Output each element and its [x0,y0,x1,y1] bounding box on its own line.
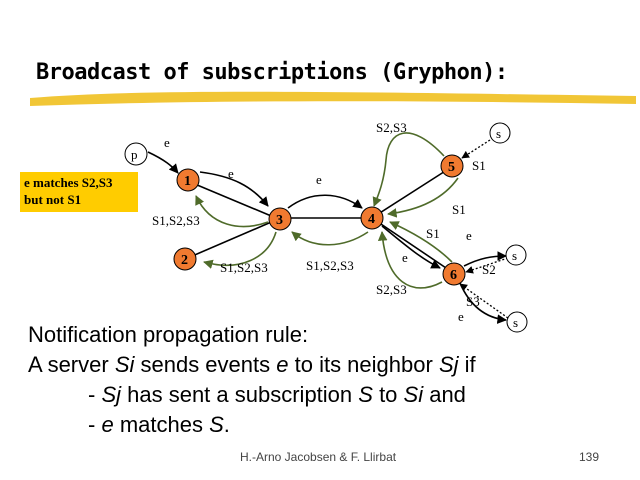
rule-l2-c: to [372,382,404,407]
rule-l3-a: - [88,412,102,437]
label-e-6sb: e [458,309,464,324]
rule-l2-sj: Sj [101,382,122,407]
dot-s-mid-6 [465,257,509,274]
dot-s-top-5 [461,139,491,159]
label-s1-5: S1 [472,158,486,173]
client-s-mid-label: s [512,248,517,263]
event-arrows [147,151,507,324]
slide-title: Broadcast of subscriptions (Gryphon): [36,60,508,85]
rule-l1-b: sends events [134,352,277,377]
server-node-1 [176,168,200,192]
server-node-3-label: 3 [276,213,283,228]
match-note: e matches S2,S3 but not S1 [20,172,138,212]
server-node-5 [440,154,464,178]
label-s123-c: S1,S2,S3 [306,258,354,273]
label-s1-46: S1 [426,226,440,241]
server-node-5-label: 5 [448,160,455,175]
rule-l1-a: A server [28,352,115,377]
label-s123-b: S1,S2,S3 [220,260,268,275]
subscription-arrows [195,132,459,289]
title-underline [30,91,636,106]
label-s3-6: S3 [466,294,480,309]
clients: p s s s [124,122,528,333]
match-note-line2: but not S1 [24,192,82,207]
label-s123-a: S1,S2,S3 [152,213,200,228]
label-e-13: e [228,166,234,181]
sub-4-3 [291,231,369,246]
client-s-bot [506,311,528,333]
label-s2-6: S2 [482,262,496,277]
client-s-top [489,122,511,144]
arrow-6-s-mid [463,251,507,267]
rule-line-2: - Sj has sent a subscription S to Si and [28,380,476,410]
label-e-34: e [316,172,322,187]
page-number: 139 [579,450,600,464]
rule-l2-si: Si [403,382,424,407]
sub-3-2 [203,231,277,269]
server-node-4-label: 4 [368,212,375,227]
edge-4-5 [371,167,451,219]
match-note-line1: e matches S2,S3 [24,175,113,190]
sub-5-4-s1 [387,177,459,218]
rule-l1-si: Si [114,352,135,377]
label-e-p: e [164,135,170,150]
client-subscriptions [459,139,509,319]
label-e-46: e [402,250,408,265]
arrow-3-4 [287,194,363,209]
label-s23-top: S2,S3 [376,120,407,135]
rule-l1-d: if [458,352,476,377]
slide-footer: H.-Arno Jacobsen & F. Llirbat [240,450,397,464]
sub-6-4-s1 [389,221,453,263]
dot-s-bot-6 [459,283,509,319]
rule-l3-c: . [223,412,230,437]
rule-l3-b: matches [113,412,210,437]
client-p [124,142,148,166]
server-node-1-label: 1 [184,174,191,189]
server-node-6-label: 6 [450,268,457,283]
rule-l2-s: S [358,382,373,407]
server-node-2-label: 2 [181,253,188,268]
edge-1-3 [189,181,277,219]
server-node-6 [442,262,466,286]
client-s-bot-label: s [513,315,518,330]
label-e-6s: e [466,228,472,243]
rule-l1-e: e [276,352,289,377]
rule-heading: Notification propagation rule: [28,322,309,347]
label-s1-45: S1 [452,202,466,217]
client-s-top-label: s [496,126,501,141]
rule-l1-c: to its neighbor [288,352,439,377]
client-s-mid [505,244,527,266]
rule-l2-d: and [423,382,466,407]
rule-l3-s: S [209,412,224,437]
rule-l2-a: - [88,382,102,407]
rule-l1-sj: Sj [438,352,459,377]
label-s23-bot: S2,S3 [376,282,407,297]
sub-6-4 [377,231,443,289]
propagation-rule: Notification propagation rule: A server … [28,320,476,440]
rule-line-1: A server Si sends events e to its neighb… [28,350,476,380]
arrow-1-3 [199,171,269,207]
sub-3-1 [195,195,269,228]
rule-l3-e: e [101,412,114,437]
rule-l2-b: has sent a subscription [121,382,359,407]
sub-5-4-top [372,132,445,207]
arrow-p-1 [147,151,179,174]
arrow-4-6 [381,225,441,269]
edge-2-3 [189,219,277,258]
client-p-label: p [131,147,138,162]
server-node-3 [268,207,292,231]
edge-labels: e e e e e e S1,S2,S3 S1,S2,S3 S1,S2,S3 S… [152,120,496,324]
servers: 1 2 3 4 5 6 [173,154,466,286]
rule-line-3: - e matches S. [28,410,476,440]
server-node-2 [173,247,197,271]
server-node-4 [360,206,384,230]
